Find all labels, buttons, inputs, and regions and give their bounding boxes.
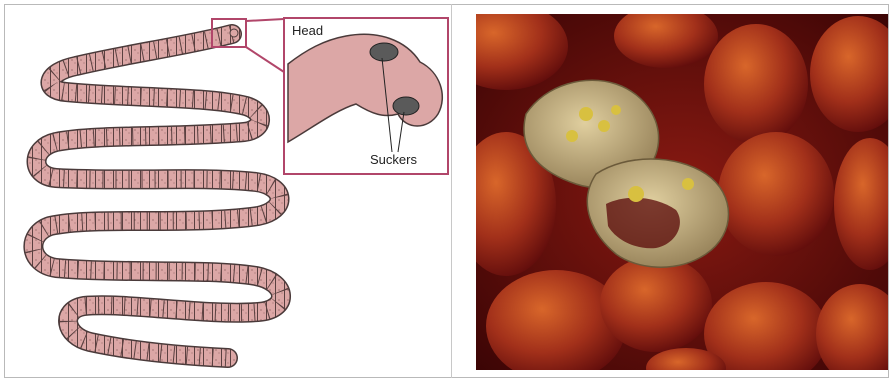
head-inset: Head Suckers <box>284 18 448 174</box>
worm-head <box>230 29 238 37</box>
tapeworm-diagram: Head Suckers <box>6 6 450 376</box>
rbc-micrograph <box>476 14 888 370</box>
sucker-top <box>370 43 398 61</box>
head-label: Head <box>292 23 323 38</box>
zoom-connector-top <box>246 19 284 21</box>
zoom-connector-bottom <box>246 47 284 72</box>
tapeworm-body <box>33 34 281 358</box>
sucker-bottom <box>393 97 419 115</box>
tapeworm-svg: Head Suckers <box>6 6 450 376</box>
micrograph-svg <box>476 14 888 370</box>
suckers-label: Suckers <box>370 152 417 167</box>
panel-divider <box>451 4 452 378</box>
